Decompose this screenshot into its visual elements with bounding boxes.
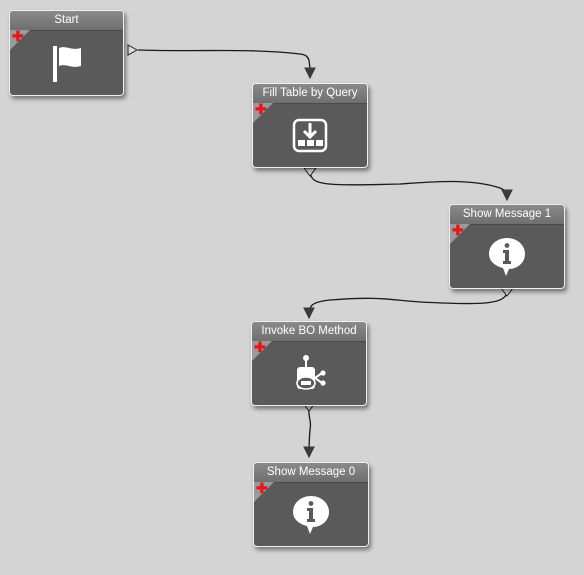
info-bubble-icon (254, 482, 368, 546)
fill-table-node[interactable]: Fill Table by Query ✚ (252, 83, 368, 168)
connector-start-to-fill (137, 49, 316, 80)
connector-fill-to-msg1 (309, 171, 513, 202)
node-title: Show Message 1 (450, 205, 564, 225)
node-title: Show Message 0 (254, 463, 368, 483)
table-download-icon (253, 103, 367, 167)
add-marker-icon[interactable]: ✚ (255, 101, 267, 117)
node-title: Invoke BO Method (252, 322, 366, 342)
corner-marker (254, 482, 274, 502)
connector-invoke-to-msg0 (303, 405, 315, 459)
corner-marker (252, 341, 272, 361)
msg1-output-port (500, 287, 514, 297)
connector-msg1-to-invoke (303, 291, 508, 320)
add-marker-icon[interactable]: ✚ (256, 480, 268, 496)
start-node[interactable]: Start ✚ (9, 10, 124, 96)
info-bubble-icon (450, 224, 564, 288)
add-marker-icon[interactable]: ✚ (12, 28, 24, 44)
corner-marker (253, 103, 273, 123)
bo-method-icon (252, 341, 366, 405)
add-marker-icon[interactable]: ✚ (254, 339, 266, 355)
flag-icon (10, 30, 123, 95)
node-title: Start (10, 11, 123, 31)
show-message-0-node[interactable]: Show Message 0 ✚ (253, 462, 369, 547)
corner-marker (10, 30, 30, 50)
add-marker-icon[interactable]: ✚ (452, 222, 464, 238)
corner-marker (450, 224, 470, 244)
show-message-1-node[interactable]: Show Message 1 ✚ (449, 204, 565, 289)
start-output-port (127, 44, 139, 56)
invoke-bo-method-node[interactable]: Invoke BO Method ✚ (251, 321, 367, 406)
node-title: Fill Table by Query (253, 84, 367, 104)
fill-output-port (303, 167, 317, 177)
